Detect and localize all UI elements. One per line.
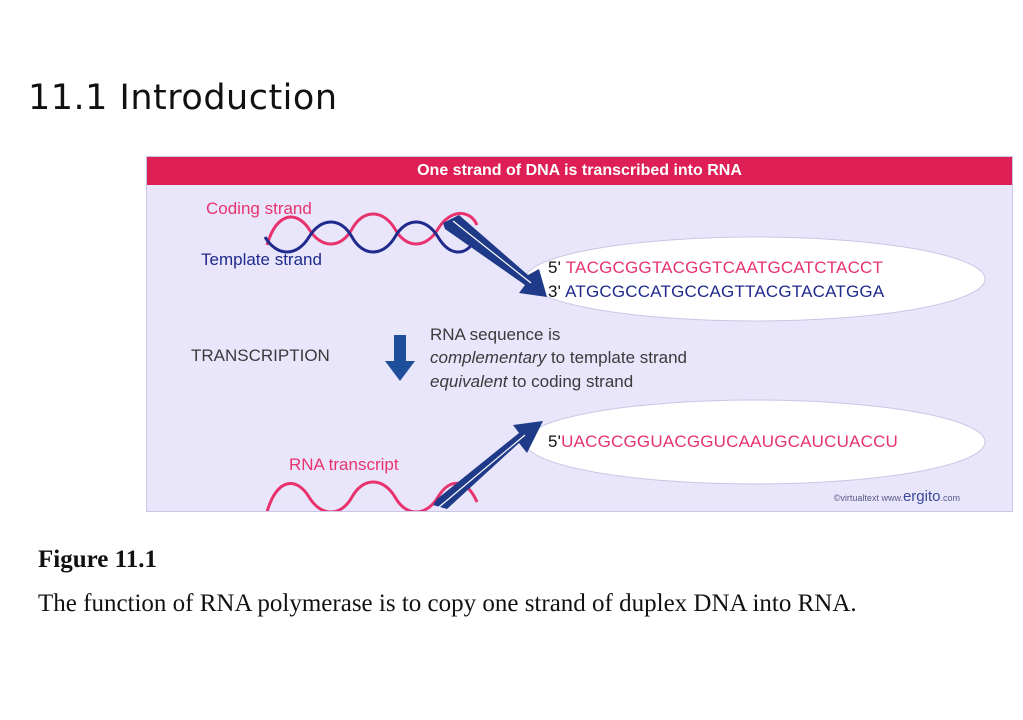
- caption-title: Figure 11.1: [38, 546, 157, 573]
- template-three-prime: 3': [548, 282, 562, 301]
- rna-sequence: UACGCGGUACGGUCAAUGCAUCUACCU: [561, 432, 899, 451]
- explanation-line-2: complementary to template strand: [430, 349, 687, 366]
- dna-arrow: [443, 215, 547, 297]
- transcription-arrow: [385, 335, 415, 381]
- coding-sequence: TACGCGGTACGGTCAATGCATCTACCT: [565, 258, 884, 277]
- equivalent-emphasis: equivalent: [430, 372, 508, 391]
- coding-strand-helix: [265, 212, 479, 246]
- coding-five-prime: 5': [548, 258, 562, 277]
- dna-sequence-ellipse: [524, 236, 986, 322]
- credit-prefix: ©virtualtext www.: [833, 493, 903, 503]
- rna-transcript-label: RNA transcript: [289, 455, 399, 474]
- complementary-emphasis: complementary: [430, 348, 547, 367]
- rna-five-prime: 5': [548, 432, 562, 451]
- figure-diagram: One strand of DNA is transcribed into RN…: [146, 156, 1013, 512]
- credit-line: ©virtualtext www.ergito.com: [834, 488, 960, 505]
- rna-strand: [265, 480, 479, 511]
- page-title: 11.1 Introduction: [28, 78, 338, 118]
- explanation-line-3: equivalent to coding strand: [430, 373, 633, 390]
- coding-strand-label: Coding strand: [206, 199, 312, 218]
- transcription-label: TRANSCRIPTION: [191, 346, 330, 365]
- rna-sequence-line: 5'UACGCGGUACGGUCAAUGCAUCUACCU: [548, 433, 898, 450]
- dna-arrow-stripe: [452, 220, 532, 284]
- credit-brand: ergito: [902, 488, 941, 505]
- rna-arrow: [433, 421, 543, 509]
- template-sequence-line: 3' ATGCGCCATGCCAGTTACGTACATGGA: [548, 283, 884, 300]
- explanation-line-1: RNA sequence is: [430, 325, 561, 344]
- explanation-line-3-rest: to coding strand: [507, 372, 634, 391]
- template-strand-helix: [263, 220, 475, 254]
- template-sequence: ATGCGCCATGCCAGTTACGTACATGGA: [565, 282, 885, 301]
- rna-arrow-stripe: [438, 434, 526, 508]
- template-strand-label: Template strand: [201, 250, 322, 269]
- caption-text: The function of RNA polymerase is to cop…: [38, 590, 857, 617]
- explanation-line-2-rest: to template strand: [546, 348, 688, 367]
- coding-sequence-line: 5' TACGCGGTACGGTCAATGCATCTACCT: [548, 259, 883, 276]
- diagram-graphics: [263, 212, 986, 511]
- credit-suffix: .com: [940, 493, 960, 503]
- figure-header: One strand of DNA is transcribed into RN…: [147, 157, 1012, 185]
